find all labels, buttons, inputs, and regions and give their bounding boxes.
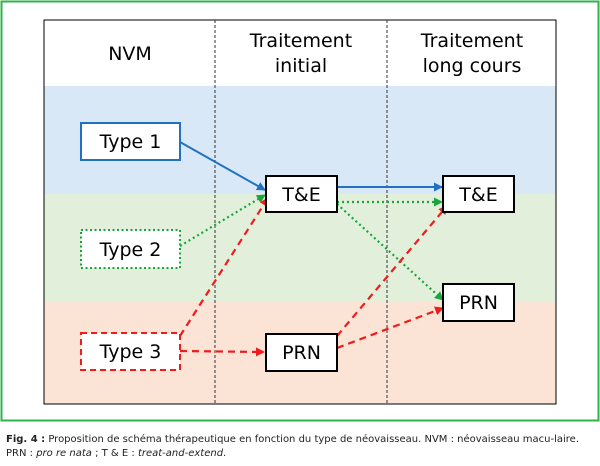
node-prn-long-label: PRN [459,292,498,314]
table-border [43,19,557,405]
header-nvm: NVM [108,43,152,65]
header-long-line2: long cours [423,55,522,77]
header-long-line1: Traitement [420,30,523,52]
caption-text-3: . [223,448,227,459]
caption-te-definition: treat-and-extend [137,448,224,459]
node-te-initial-box [265,175,338,213]
node-type2-label: Type 2 [99,239,162,261]
caption-prn-definition: pro re nata [36,448,92,459]
arrow-prn-to-prn-red [336,306,444,350]
node-prn-long-box [442,283,515,322]
arrow-te-to-prn-green [336,203,444,301]
arrow-type1-to-te [179,141,266,191]
caption-label: Fig. 4 : [6,434,46,445]
node-prn-initial-box [265,333,338,372]
arrow-type3-to-prn [179,347,265,357]
arrow-type2-to-te [179,194,266,247]
arrow-type3-to-te [179,197,269,337]
node-prn-initial-label: PRN [282,342,321,364]
node-te-long-box [442,175,515,213]
header-initial-line2: initial [275,55,327,77]
node-type3-box [80,332,181,371]
node-type2-box [80,229,181,269]
node-type3-label: Type 3 [99,341,162,363]
header-initial-line1: Traitement [249,30,352,52]
figure-caption: Fig. 4 : Proposition de schéma thérapeut… [6,433,594,461]
arrow-prn-to-te-red [336,205,448,337]
node-te-long-label: T&E [458,184,497,206]
caption-text-1: Proposition de schéma thérapeutique en f… [6,434,580,459]
node-te-initial-label: T&E [281,184,320,206]
node-type1-box [80,122,181,161]
caption-text-2: ; T & E : [91,448,138,459]
node-type1-label: Type 1 [99,131,162,153]
